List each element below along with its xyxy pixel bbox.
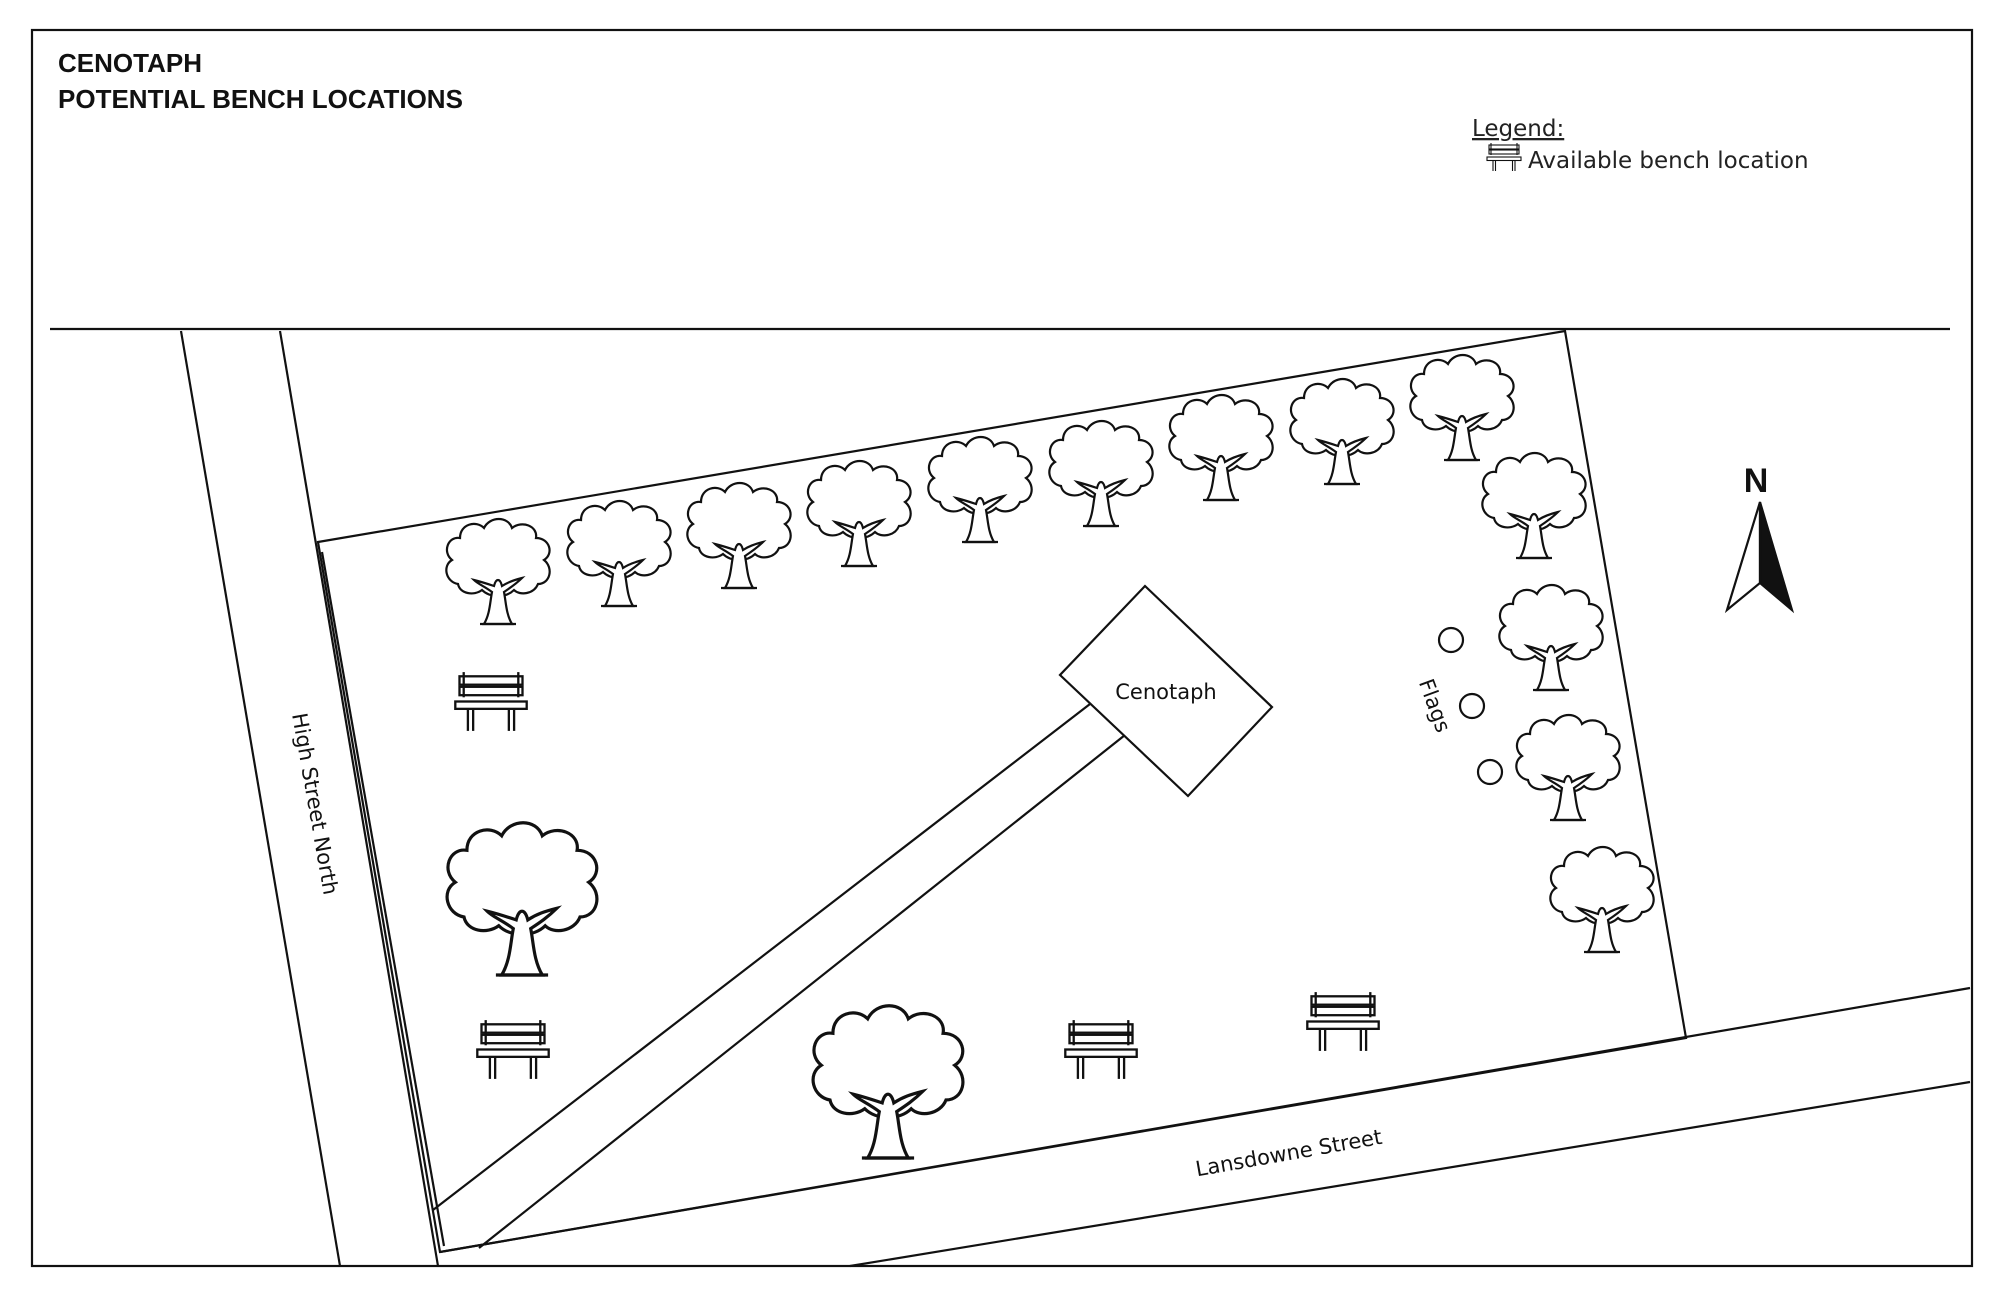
flag-pole xyxy=(1437,626,1465,654)
legend-heading: Legend: xyxy=(1472,116,1564,142)
map-frame xyxy=(30,28,1974,1268)
cenotaph-label: Cenotaph xyxy=(1115,680,1216,704)
tree-icon xyxy=(1498,583,1604,692)
legend: Legend: Available bench location xyxy=(1472,116,1809,174)
street-label-west: High Street North xyxy=(287,711,343,897)
tree-icon xyxy=(445,821,599,977)
map-subtitle: POTENTIAL BENCH LOCATIONS xyxy=(58,84,463,114)
high-street-north-road xyxy=(179,330,440,1267)
flag-pole xyxy=(1476,758,1504,786)
tree-icon xyxy=(811,1004,965,1160)
flags-label: Flags xyxy=(1414,676,1455,736)
tree-icon xyxy=(1409,353,1515,462)
tree-icon xyxy=(445,517,551,626)
tree-icon xyxy=(1168,393,1274,502)
legend-item-label: Available bench location xyxy=(1528,148,1809,174)
bench-icon xyxy=(454,670,528,733)
bench-icon xyxy=(476,1018,550,1081)
north-label: N xyxy=(1744,462,1769,500)
bench-icon xyxy=(1306,990,1380,1053)
street-label-south: Lansdowne Street xyxy=(1194,1125,1384,1181)
flag-pole xyxy=(1458,692,1486,720)
walkway xyxy=(432,703,1126,1249)
tree-row-north xyxy=(445,353,1515,626)
tree-icon xyxy=(566,499,672,608)
park-boundary xyxy=(316,329,1688,1254)
bench-icon xyxy=(1486,142,1522,172)
map-title: CENOTAPH xyxy=(58,48,202,78)
tree-icon xyxy=(806,459,912,568)
tree-icon xyxy=(1481,451,1587,560)
flag-poles xyxy=(1437,626,1504,786)
lansdowne-street-road xyxy=(439,986,1971,1268)
tree-icon xyxy=(1048,419,1154,528)
tree-icon xyxy=(1549,845,1655,954)
north-arrow-right xyxy=(1758,501,1795,614)
north-arrow-left xyxy=(1724,501,1762,614)
tree-icon xyxy=(686,481,792,590)
tree-icon xyxy=(1289,377,1395,486)
park-edge-west-inner xyxy=(320,551,446,1247)
tree-icon xyxy=(927,435,1033,544)
tree-icon xyxy=(1515,713,1621,822)
bench-icon xyxy=(1064,1018,1138,1081)
cenotaph-monument xyxy=(1058,584,1274,798)
north-arrow: N xyxy=(1724,462,1795,614)
